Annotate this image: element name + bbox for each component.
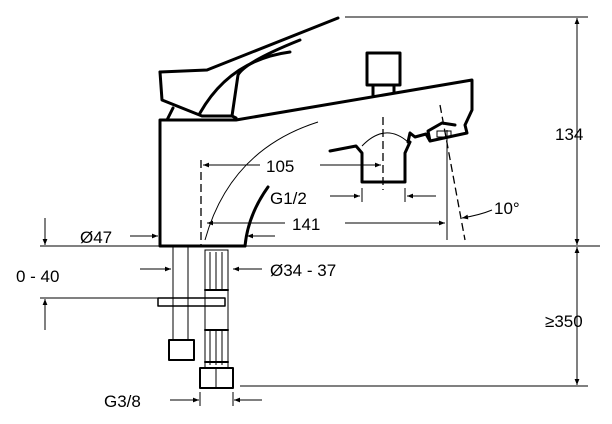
diverter-button (365, 51, 402, 97)
dim-outlet-thread: G1/2 (270, 189, 307, 208)
supply-pipes (157, 247, 234, 389)
dim-spout-reach: 141 (292, 215, 320, 234)
dim-inlet-thread: G3/8 (104, 392, 141, 411)
dim-height-total: 134 (555, 125, 583, 144)
dimension-lines (42, 18, 580, 406)
dim-deck-thickness: 0 - 40 (16, 267, 59, 286)
dim-hose-length: ≥350 (545, 312, 583, 331)
dim-spout-center: 105 (266, 157, 294, 176)
guide-lines (40, 16, 600, 387)
dim-angle: 10° (494, 199, 520, 218)
dim-base-diameter: Ø47 (80, 228, 112, 247)
aerator-outlet (328, 132, 412, 184)
faucet-body (158, 16, 474, 248)
dim-hole-diameter: Ø34 - 37 (270, 261, 336, 280)
